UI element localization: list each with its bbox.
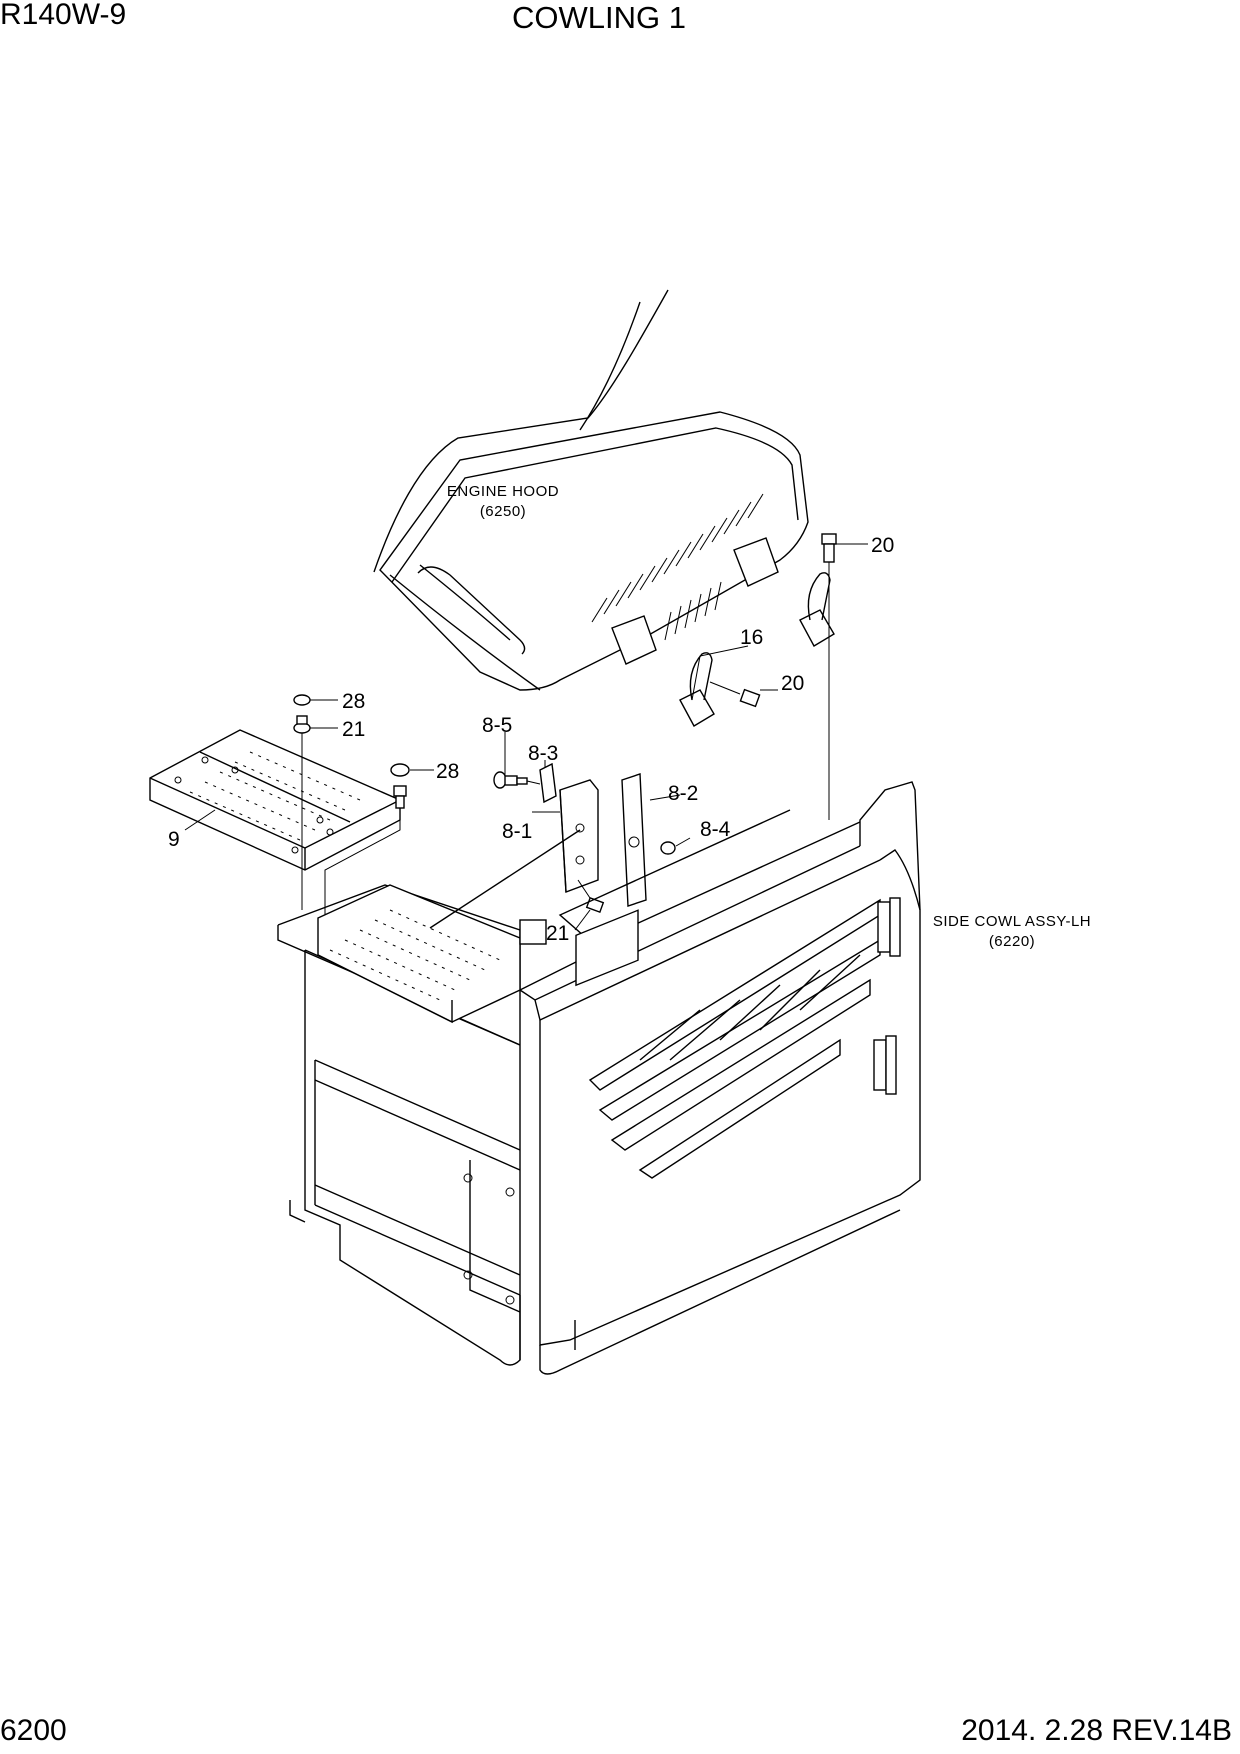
hinge-lower (873, 1035, 897, 1095)
callout-9: 9 (168, 828, 180, 851)
model-code: R140W-9 (0, 0, 127, 31)
bolt-21-right (324, 785, 407, 930)
engine-hood-drawing (373, 289, 809, 691)
engine-hood-code: (6250) (480, 503, 526, 520)
callout-20-mid: 20 (781, 672, 804, 695)
bolt-20-mid (709, 681, 761, 708)
callout-20-top: 20 (871, 534, 894, 557)
hinge-upper (877, 897, 901, 957)
page-number: 6200 (0, 1714, 67, 1747)
callout-8-4: 8-4 (700, 818, 731, 841)
revision-date: 2014. 2.28 REV.14B (961, 1714, 1232, 1747)
nut-28-right (390, 763, 410, 777)
callout-28-right: 28 (436, 760, 459, 783)
callout-8-3: 8-3 (528, 742, 558, 765)
callout-8-5: 8-5 (482, 714, 512, 737)
bolt-20-top (821, 533, 837, 590)
bracket-assembly-8 (493, 762, 676, 913)
callout-21-bottom: 21 (546, 922, 569, 945)
nut-28-left (293, 694, 311, 706)
callout-16: 16 (740, 626, 763, 649)
side-cowl-code: (6220) (989, 933, 1035, 950)
callout-8-1: 8-1 (502, 820, 532, 843)
step-plate-9 (149, 729, 401, 871)
cowl-body (277, 781, 921, 1375)
page-title: COWLING 1 (512, 0, 686, 35)
callout-21-left: 21 (342, 718, 365, 741)
engine-hood-label: ENGINE HOOD (447, 483, 559, 500)
bolt-21-left (293, 715, 311, 910)
callout-8-2: 8-2 (668, 782, 698, 805)
leader-lines (184, 543, 868, 931)
callout-28-left: 28 (342, 690, 365, 713)
side-cowl-label: SIDE COWL ASSY-LH (933, 913, 1091, 930)
